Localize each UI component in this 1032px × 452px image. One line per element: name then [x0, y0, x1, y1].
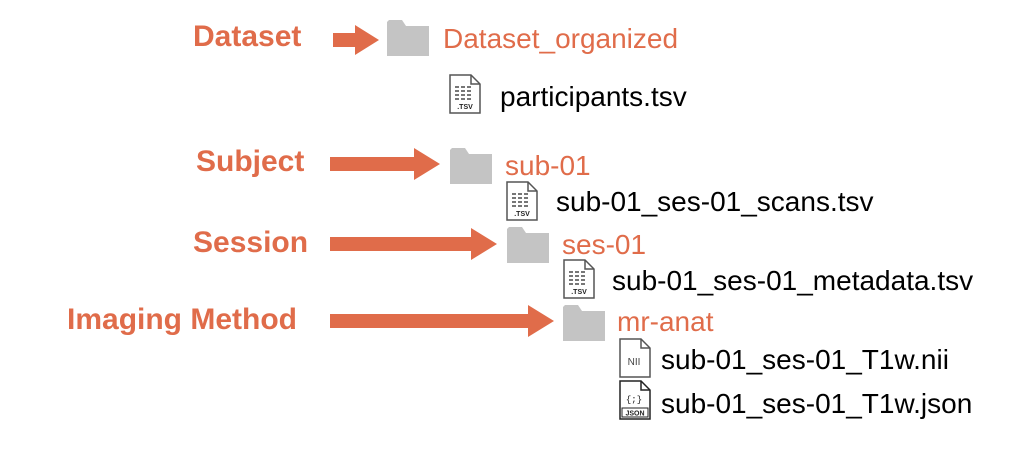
tsv-icon-text: .TSV	[571, 289, 587, 296]
json-icon-text: JSON	[625, 411, 644, 418]
file-name-t1w-json: sub-01_ses-01_T1w.json	[661, 388, 973, 419]
json-file-icon: {;} JSON	[619, 380, 651, 420]
tsv-file-icon: .TSV	[563, 259, 595, 299]
file-name-scans: sub-01_ses-01_scans.tsv	[556, 186, 874, 217]
folder-name-mr-anat: mr-anat	[617, 306, 714, 337]
folder-name-sub-01: sub-01	[505, 150, 591, 181]
arrow-dataset	[333, 25, 379, 55]
folder-icon	[563, 305, 605, 341]
tsv-icon-text: .TSV	[457, 104, 473, 111]
arrow-session	[330, 228, 497, 260]
level-label-dataset: Dataset	[193, 20, 302, 53]
arrow-imaging-method	[330, 305, 554, 337]
folder-icon	[507, 227, 549, 263]
level-label-subject: Subject	[196, 145, 305, 178]
folder-icon	[450, 148, 492, 184]
level-label-imaging-method: Imaging Method	[67, 303, 297, 336]
level-label-session: Session	[193, 226, 309, 259]
tsv-file-icon: .TSV	[449, 74, 481, 114]
folder-icon	[387, 20, 429, 56]
tsv-icon-text: .TSV	[514, 211, 530, 218]
file-name-metadata: sub-01_ses-01_metadata.tsv	[612, 265, 974, 296]
file-name-t1w-nii: sub-01_ses-01_T1w.nii	[661, 344, 949, 375]
arrow-subject	[330, 148, 440, 180]
json-icon-glyph: {;}	[626, 395, 642, 405]
nii-icon-text: NII	[628, 357, 641, 368]
folder-name-ses-01: ses-01	[562, 229, 647, 260]
folder-name-dataset-organized: Dataset_organized	[443, 23, 679, 54]
nii-file-icon: NII	[619, 338, 651, 378]
tsv-file-icon: .TSV	[506, 181, 538, 221]
file-name-participants: participants.tsv	[500, 81, 687, 112]
